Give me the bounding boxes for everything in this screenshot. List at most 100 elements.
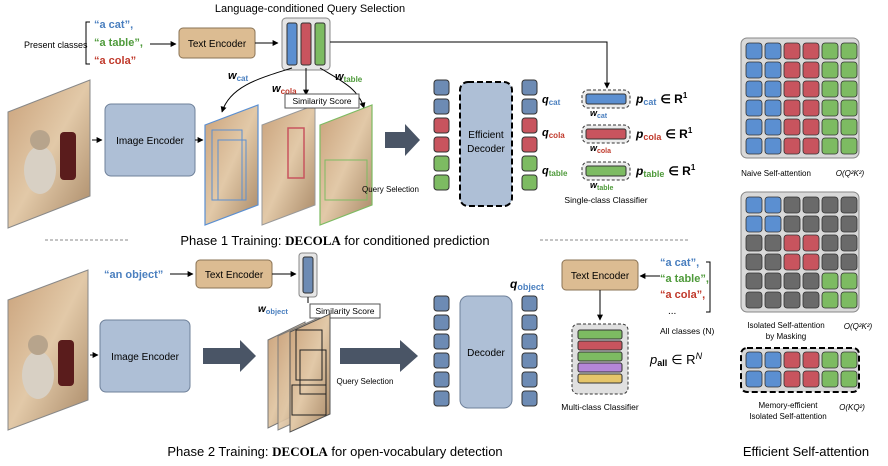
similarity-score-box xyxy=(284,93,360,109)
attention-cell xyxy=(821,118,839,136)
attention-cell xyxy=(783,80,801,98)
masked-attention-cell xyxy=(821,215,839,233)
isolated-attention-label-line2: by Masking xyxy=(766,332,806,341)
efficient-decoder-line2: Decoder xyxy=(467,144,505,155)
w-cat-classifier-label: wcat xyxy=(590,108,608,120)
masked-attention-cell xyxy=(764,253,782,271)
masked-attention-cell xyxy=(840,253,858,271)
attention-cell xyxy=(821,351,839,369)
embedding-cola xyxy=(300,22,312,66)
attention-cell xyxy=(783,137,801,155)
masked-attention-cell xyxy=(745,291,763,309)
memory-efficient-attention-grid xyxy=(740,347,860,393)
efficient-decoder-line1: Efficient xyxy=(468,130,504,141)
masked-attention-cell xyxy=(745,234,763,252)
masked-attention-cell xyxy=(821,253,839,271)
attention-cell xyxy=(745,42,763,60)
class-cat: “a cat”, xyxy=(94,19,133,31)
w-cola-label: wcola xyxy=(272,83,297,96)
input-image-phase1 xyxy=(7,79,91,229)
big-arrow-encoder-to-images xyxy=(203,340,256,372)
attention-cell xyxy=(764,61,782,79)
isolated-attention-grid xyxy=(740,191,860,313)
all-classes-label: All classes (N) xyxy=(660,326,714,336)
masked-attention-cell xyxy=(783,215,801,233)
attention-cell xyxy=(802,351,820,369)
query-selection-title: Language-conditioned Query Selection xyxy=(215,3,405,15)
attention-cell xyxy=(745,370,763,388)
attention-cell xyxy=(802,370,820,388)
image-encoder-label: Image Encoder xyxy=(116,136,184,147)
image-encoder-box-2 xyxy=(99,319,191,393)
selection-image-cat xyxy=(204,104,259,226)
attention-cell xyxy=(783,351,801,369)
text-encoder-label-3: Text Encoder xyxy=(571,271,630,282)
p-all-label: pall∈ RN xyxy=(649,351,703,368)
p-table-label: ptable∈ R1 xyxy=(635,163,696,179)
attention-cell xyxy=(840,80,858,98)
masked-attention-cell xyxy=(764,272,782,290)
classifier-table xyxy=(581,161,631,181)
selection-image-table xyxy=(319,104,373,226)
attention-cell xyxy=(802,118,820,136)
isolated-attention-label-line1: Isolated Self-attention xyxy=(747,321,824,330)
w-cat-label: wcat xyxy=(228,70,248,83)
attention-cell xyxy=(764,196,782,214)
single-class-classifier-label: Single-class Classifier xyxy=(564,195,647,205)
selection-images-phase2 xyxy=(267,313,331,433)
attention-cell xyxy=(802,99,820,117)
attention-cell xyxy=(821,272,839,290)
query-tokens-phase2 xyxy=(433,295,450,407)
efficient-decoder-box xyxy=(459,81,513,207)
attention-cell xyxy=(821,137,839,155)
phase2-caption: Phase 2 Training: DECOLA for open-vocabu… xyxy=(167,444,502,459)
w-table-classifier-label: wtable xyxy=(590,180,613,192)
all-class-table: “a table”, xyxy=(660,273,709,285)
arrow-w-cat xyxy=(220,67,293,113)
present-classes-label: Present classes xyxy=(24,40,88,50)
attention-cell xyxy=(764,99,782,117)
similarity-score-label-2: Similarity Score xyxy=(315,306,374,316)
attention-cell xyxy=(840,351,858,369)
phase1-caption: Phase 1 Training: DECOLA for conditioned… xyxy=(180,233,489,248)
attention-cell xyxy=(821,370,839,388)
memory-attention-label-line2: Isolated Self-attention xyxy=(749,412,826,421)
attention-cell xyxy=(783,253,801,271)
attention-cell xyxy=(745,215,763,233)
attention-cell xyxy=(840,272,858,290)
w-object-label: wobject xyxy=(258,304,288,316)
arrow-embeddings-to-classifier xyxy=(330,41,610,89)
masked-attention-cell xyxy=(840,234,858,252)
attention-cell xyxy=(745,99,763,117)
attention-cell xyxy=(840,118,858,136)
attention-cell xyxy=(745,137,763,155)
masked-attention-cell xyxy=(821,234,839,252)
attention-cell xyxy=(840,291,858,309)
all-classes-brace xyxy=(706,261,711,313)
masked-attention-cell xyxy=(802,196,820,214)
attention-cell xyxy=(745,80,763,98)
multi-class-classifier-label: Multi-class Classifier xyxy=(561,402,639,412)
similarity-score-label: Similarity Score xyxy=(292,96,351,106)
q-table-label: qtable xyxy=(542,165,568,178)
attention-cell xyxy=(764,118,782,136)
query-tokens-phase1 xyxy=(433,79,450,191)
attention-cell xyxy=(783,118,801,136)
decoder-box xyxy=(459,295,513,409)
attention-cell xyxy=(783,99,801,117)
embedding-table xyxy=(314,22,326,66)
multi-class-classifier xyxy=(571,323,629,395)
text-encoder-label: Text Encoder xyxy=(188,39,247,50)
attention-cell xyxy=(821,42,839,60)
class-cola: “a cola” xyxy=(94,55,136,67)
masked-attention-cell xyxy=(802,215,820,233)
memory-attention-label-line1: Memory-efficient xyxy=(759,401,819,410)
attention-cell xyxy=(802,137,820,155)
q-object-label: qobject xyxy=(510,277,544,292)
all-class-cola: “a cola”, xyxy=(660,289,705,301)
object-embedding xyxy=(302,256,314,294)
attention-cell xyxy=(783,370,801,388)
attention-cell xyxy=(783,234,801,252)
naive-attention-complexity: O(Q²K²) xyxy=(836,169,865,178)
